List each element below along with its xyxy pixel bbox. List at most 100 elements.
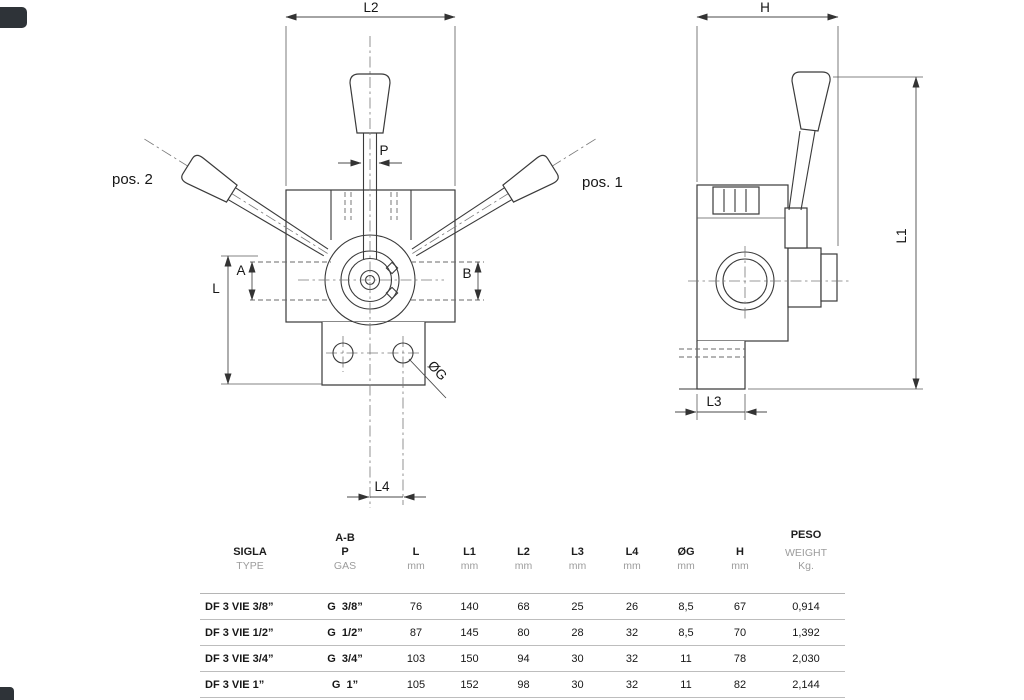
cell-gas: G 1” bbox=[331, 678, 359, 691]
col-header-l: L mm bbox=[407, 546, 425, 572]
logo-mark-bottom bbox=[0, 687, 14, 700]
header-ab: A-B bbox=[335, 532, 355, 545]
cell-l4: 32 bbox=[625, 678, 639, 691]
dim-label-l2: L2 bbox=[363, 0, 378, 15]
cell-l3: 30 bbox=[571, 652, 584, 665]
cell-l2: 98 bbox=[517, 678, 530, 691]
cell-h: 82 bbox=[733, 678, 747, 691]
cell-l: 103 bbox=[406, 652, 426, 665]
dim-p: P bbox=[338, 143, 402, 167]
cell-l4: 32 bbox=[625, 626, 639, 639]
dim-label-l3: L3 bbox=[706, 394, 721, 409]
cell-gas: G 1/2” bbox=[327, 626, 363, 639]
cell-peso: 2,030 bbox=[792, 652, 820, 665]
table-header: SIGLA TYPE A-B P GAS L mm L1 mm L2 mm L3… bbox=[200, 518, 845, 594]
cell-l4: 26 bbox=[625, 600, 639, 613]
dim-l3: L3 bbox=[675, 394, 767, 420]
header-type: TYPE bbox=[236, 559, 264, 572]
dim-label-l4: L4 bbox=[374, 479, 390, 494]
port-boss-side bbox=[787, 247, 822, 308]
mounting-flange-front bbox=[321, 322, 426, 386]
front-view: L2 P A B L ØG bbox=[112, 0, 623, 508]
logo-mark-top bbox=[0, 7, 27, 28]
pos1-label: pos. 1 bbox=[582, 174, 623, 191]
dim-label-b: B bbox=[462, 266, 471, 281]
pos2-label: pos. 2 bbox=[112, 171, 153, 188]
table-row: DF 3 VIE 1” G 1” 105 152 98 30 32 11 82 … bbox=[200, 672, 845, 698]
cell-l3: 25 bbox=[571, 600, 584, 613]
lever-pos2 bbox=[142, 137, 329, 257]
mounting-flange-side bbox=[696, 341, 746, 390]
cell-l: 87 bbox=[409, 626, 423, 639]
cell-peso: 2,144 bbox=[792, 678, 820, 691]
cell-og: 8,5 bbox=[678, 626, 694, 639]
cell-og: 11 bbox=[680, 652, 692, 665]
header-weight: WEIGHT bbox=[785, 546, 827, 559]
valve-body-front bbox=[285, 189, 456, 323]
dim-label-a: A bbox=[236, 263, 245, 278]
technical-drawing: L2 P A B L ØG bbox=[112, 0, 923, 508]
col-header-l4: L4 mm bbox=[623, 546, 641, 572]
dim-label-p: P bbox=[379, 143, 388, 158]
cell-l2: 68 bbox=[517, 600, 530, 613]
col-header-og: ØG mm bbox=[677, 546, 695, 572]
header-peso: PESO bbox=[790, 529, 822, 541]
cell-l3: 30 bbox=[571, 678, 584, 691]
cell-l1: 140 bbox=[460, 600, 479, 613]
cell-sigla: DF 3 VIE 3/4” bbox=[205, 652, 274, 665]
flange-hole-left bbox=[332, 342, 354, 364]
dim-a: A bbox=[236, 261, 256, 301]
cell-l2: 80 bbox=[517, 626, 530, 639]
cell-l1: 152 bbox=[460, 678, 479, 691]
cell-og: 11 bbox=[680, 678, 692, 691]
dim-l: L bbox=[212, 255, 322, 385]
col-header-l2: L2 mm bbox=[514, 546, 533, 572]
dim-h: H bbox=[696, 0, 839, 246]
dim-label-l1: L1 bbox=[894, 228, 909, 243]
cell-l: 105 bbox=[406, 678, 426, 691]
header-gas: GAS bbox=[333, 559, 357, 572]
dim-b: B bbox=[462, 261, 482, 301]
table-row: DF 3 VIE 3/8” G 3/8” 76 140 68 25 26 8,5… bbox=[200, 594, 845, 620]
header-sigla: SIGLA bbox=[233, 546, 267, 559]
cell-gas: G 3/8” bbox=[327, 600, 363, 613]
side-view: H L1 L3 bbox=[675, 0, 923, 420]
cell-l3: 28 bbox=[571, 626, 584, 639]
cell-l1: 145 bbox=[460, 626, 479, 639]
dim-l1: L1 bbox=[748, 76, 923, 390]
cell-l2: 94 bbox=[517, 652, 530, 665]
spec-table: SIGLA TYPE A-B P GAS L mm L1 mm L2 mm L3… bbox=[200, 518, 845, 698]
lever-bracket bbox=[784, 207, 808, 249]
lever-knob-side bbox=[791, 71, 831, 132]
cell-h: 67 bbox=[733, 600, 747, 613]
header-p: P bbox=[341, 546, 349, 559]
cell-gas: G 3/4” bbox=[327, 652, 363, 665]
dim-label-h: H bbox=[760, 0, 770, 15]
cell-sigla: DF 3 VIE 1/2” bbox=[205, 626, 274, 639]
dim-l4: L4 bbox=[347, 479, 426, 501]
cell-l4: 32 bbox=[625, 652, 639, 665]
cell-l: 76 bbox=[409, 600, 423, 613]
flange-hole-right bbox=[392, 342, 414, 364]
cell-peso: 1,392 bbox=[792, 626, 820, 639]
cell-peso: 0,914 bbox=[792, 600, 820, 613]
col-header-l1: L1 mm bbox=[460, 546, 479, 572]
cell-h: 70 bbox=[733, 626, 747, 639]
lever-knob bbox=[181, 154, 238, 203]
col-header-h: H mm bbox=[731, 546, 749, 572]
col-header-gas: A-B P GAS bbox=[300, 518, 390, 593]
col-header-peso: PESO WEIGHT Kg. bbox=[767, 518, 845, 593]
cell-h: 78 bbox=[733, 652, 747, 665]
col-header-sigla: SIGLA TYPE bbox=[200, 518, 300, 593]
dim-l2: L2 bbox=[285, 0, 456, 186]
cell-sigla: DF 3 VIE 1” bbox=[205, 678, 265, 691]
header-kg: Kg. bbox=[798, 559, 814, 572]
cell-og: 8,5 bbox=[678, 600, 694, 613]
dim-label-l: L bbox=[212, 281, 220, 296]
col-header-l3: L3 mm bbox=[568, 546, 587, 572]
table-row: DF 3 VIE 3/4” G 3/4” 103 150 94 30 32 11… bbox=[200, 646, 845, 672]
lever-pos1 bbox=[411, 137, 598, 257]
cell-l1: 150 bbox=[460, 652, 479, 665]
table-row: DF 3 VIE 1/2” G 1/2” 87 145 80 28 32 8,5… bbox=[200, 620, 845, 646]
cell-sigla: DF 3 VIE 3/8” bbox=[205, 600, 274, 613]
